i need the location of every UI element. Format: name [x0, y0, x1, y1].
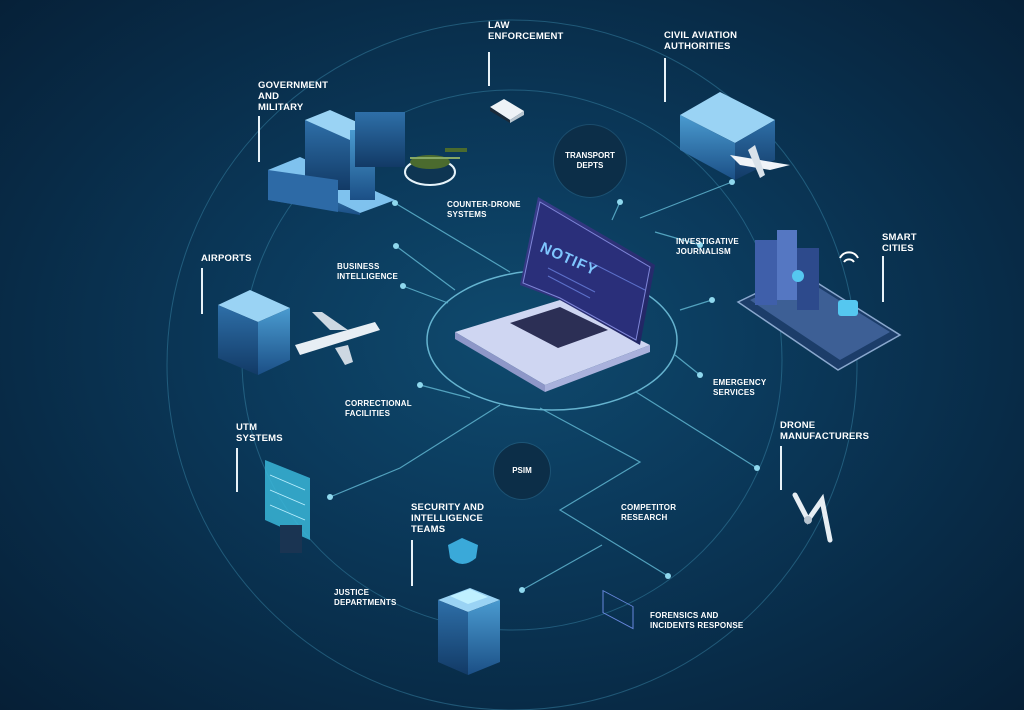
connector-lines	[329, 181, 758, 591]
utm-systems-bar	[236, 448, 238, 492]
competitor-research-label: COMPETITOR RESEARCH	[621, 503, 677, 522]
robotic-arm-illustration	[792, 492, 833, 543]
government-building-illustration	[268, 110, 405, 215]
emergency-services-label: EMERGENCY SERVICES	[713, 378, 767, 397]
security-intelligence-bar	[411, 540, 413, 586]
civil-aviation-label: CIVIL AVIATION AUTHORITIES	[664, 30, 738, 52]
airport-terminal-illustration	[218, 290, 290, 375]
civil-aviation-bar	[664, 58, 666, 102]
airports-label: AIRPORTS	[201, 253, 252, 264]
government-military-bar	[258, 116, 260, 162]
smart-city-illustration	[736, 230, 902, 371]
security-intelligence-label: SECURITY AND INTELLIGENCE TEAMS	[411, 502, 485, 535]
investigative-journalism-label: INVESTIGATIVE JOURNALISM	[676, 237, 739, 256]
airports-bar	[201, 268, 203, 314]
hangar-illustration	[680, 92, 790, 180]
drone-manufacturers-bar	[780, 446, 782, 490]
utm-systems-label: UTM SYSTEMS	[236, 422, 283, 444]
correctional-facilities-label: CORRECTIONAL FACILITIES	[345, 399, 412, 418]
forensics-label: FORENSICS AND INCIDENTS RESPONSE	[650, 611, 744, 630]
smart-cities-bar	[882, 256, 884, 302]
server-illustration	[438, 538, 500, 675]
business-intelligence-label: BUSINESS INTELLIGENCE	[337, 262, 399, 281]
law-enforcement-label: LAW ENFORCEMENT	[488, 20, 564, 42]
airplane-illustration	[295, 312, 380, 365]
smart-cities-label: SMART CITIES	[882, 232, 917, 254]
transport-depts-bubble: TRANSPORT DEPTS	[554, 125, 626, 197]
law-enforcement-bar	[488, 52, 490, 86]
police-car-illustration	[490, 99, 524, 123]
government-military-label: GOVERNMENT AND MILITARY	[258, 80, 329, 113]
drone-manufacturers-label: DRONE MANUFACTURERS	[780, 420, 870, 442]
psim-bubble: PSIM	[494, 443, 550, 499]
justice-departments-label: JUSTICE DEPARTMENTS	[334, 588, 397, 607]
connector-nodes	[327, 179, 760, 593]
counter-drone-label: COUNTER-DRONE SYSTEMS	[447, 200, 521, 219]
helicopter-illustration	[404, 148, 467, 186]
laptop-illustration	[455, 197, 655, 630]
utm-screen-illustration	[265, 460, 310, 553]
